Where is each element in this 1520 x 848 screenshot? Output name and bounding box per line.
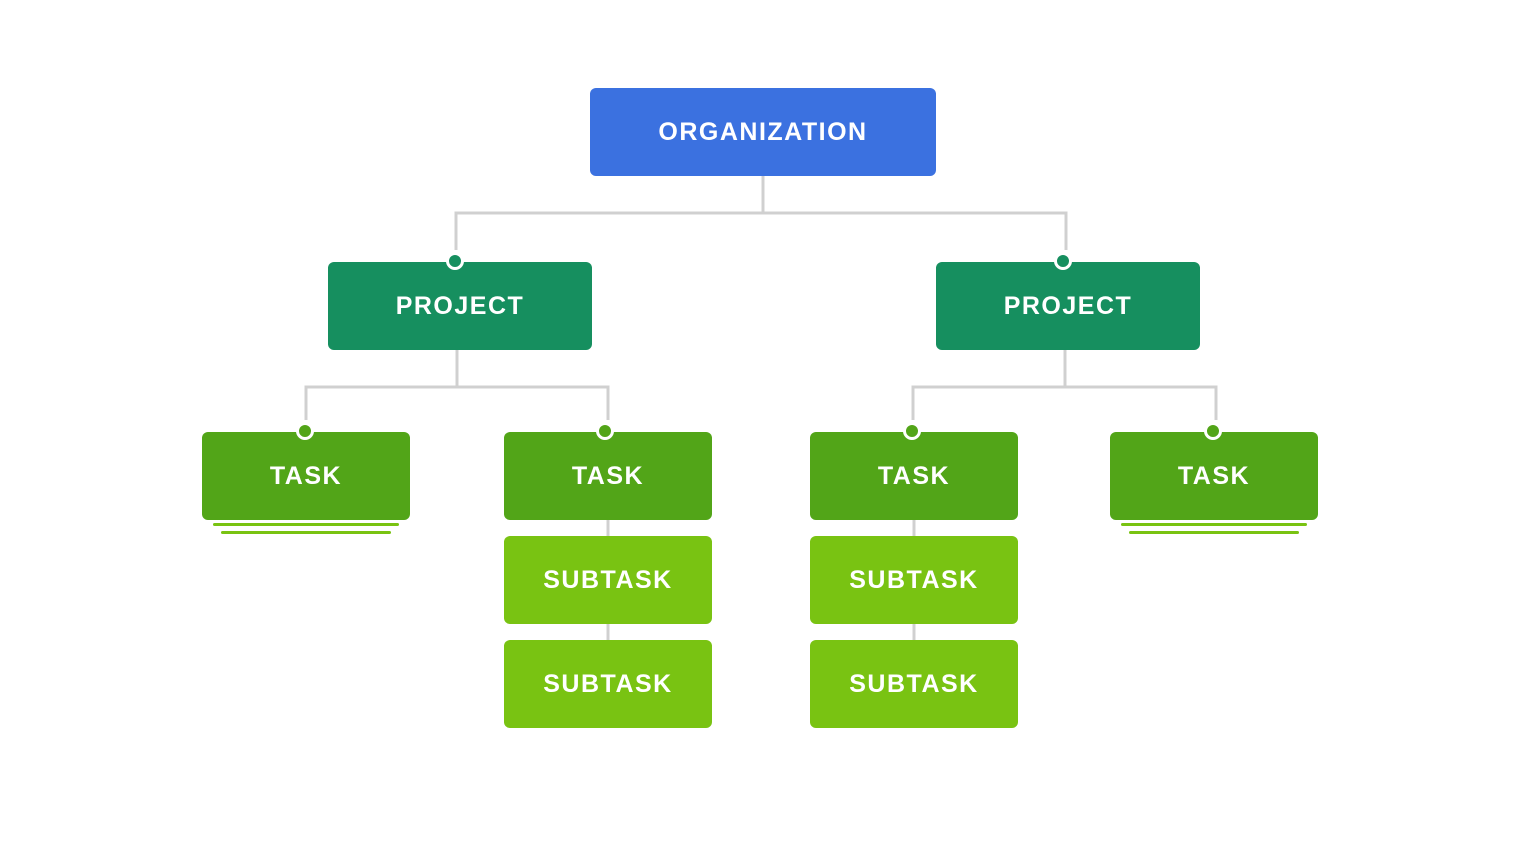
subtask-2b-label: SUBTASK bbox=[543, 669, 673, 698]
subtask-node-3b: SUBTASK bbox=[810, 640, 1018, 728]
task-2-connector-dot bbox=[596, 422, 614, 440]
task-3-connector-dot bbox=[903, 422, 921, 440]
task-1-stack-line-1 bbox=[213, 523, 399, 526]
subtask-3b-label: SUBTASK bbox=[849, 669, 979, 698]
subtask-node-2b: SUBTASK bbox=[504, 640, 712, 728]
task-node-3: TASK bbox=[810, 432, 1018, 520]
task-4-label: TASK bbox=[1177, 461, 1251, 490]
task-node-4: TASK bbox=[1110, 432, 1318, 520]
project-node-left: PROJECT bbox=[328, 262, 592, 350]
subtask-2a-label: SUBTASK bbox=[543, 565, 673, 594]
organization-node: ORGANIZATION bbox=[590, 88, 936, 176]
edge-project-left-to-tasks bbox=[304, 350, 610, 420]
task-1-stack-line-2 bbox=[221, 531, 391, 534]
task-1-label: TASK bbox=[269, 461, 343, 490]
task-1-connector-dot bbox=[296, 422, 314, 440]
subtask-node-3a: SUBTASK bbox=[810, 536, 1018, 624]
project-right-connector-dot bbox=[1054, 252, 1072, 270]
project-left-connector-dot bbox=[446, 252, 464, 270]
task-4-stack-line-2 bbox=[1129, 531, 1299, 534]
project-right-label: PROJECT bbox=[1003, 291, 1133, 320]
edge-project-right-to-tasks bbox=[911, 350, 1218, 420]
task-4-stack-line-1 bbox=[1121, 523, 1307, 526]
task-node-2: TASK bbox=[504, 432, 712, 520]
edge-organization-to-projects bbox=[454, 176, 1068, 250]
task-node-1: TASK bbox=[202, 432, 410, 520]
task-3-label: TASK bbox=[877, 461, 951, 490]
task-4-connector-dot bbox=[1204, 422, 1222, 440]
subtask-node-2a: SUBTASK bbox=[504, 536, 712, 624]
task-2-label: TASK bbox=[571, 461, 645, 490]
organization-label: ORGANIZATION bbox=[658, 117, 868, 146]
project-left-label: PROJECT bbox=[395, 291, 525, 320]
project-node-right: PROJECT bbox=[936, 262, 1200, 350]
subtask-3a-label: SUBTASK bbox=[849, 565, 979, 594]
